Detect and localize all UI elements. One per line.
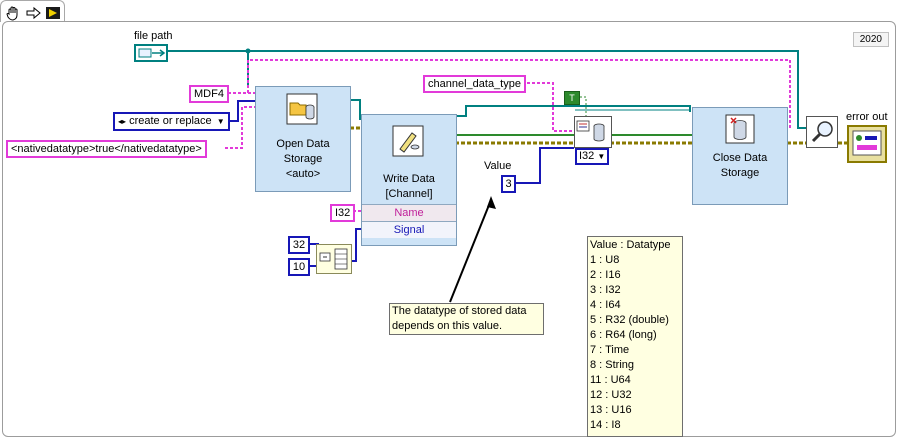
datatype-row: 7 : Time <box>590 344 630 356</box>
comment-line2: depends on this value. <box>392 320 503 332</box>
chevron-down-icon: ▼ <box>216 117 225 126</box>
datatype-row: 14 : I8 <box>590 419 621 431</box>
datatype-row: 4 : I64 <box>590 299 621 311</box>
name-property[interactable]: Name <box>362 204 456 221</box>
value-constant[interactable]: 3 <box>501 175 516 193</box>
type-ring-label: I32 <box>579 150 595 162</box>
write-node-line1: Write Data <box>383 173 435 185</box>
mode-enum-label: create or replace <box>129 115 212 127</box>
number-constant-32[interactable]: 32 <box>288 236 310 254</box>
datatype-row: 1 : U8 <box>590 254 620 266</box>
config-constant[interactable]: <nativedatatype>true</nativedatatype> <box>6 140 207 158</box>
error-out-label: error out <box>846 111 888 123</box>
datatype-row: 13 : U16 <box>590 404 632 416</box>
version-badge: 2020 <box>852 32 889 47</box>
block-diagram-frame: 2020 <box>2 21 896 437</box>
datatype-row: 12 : U32 <box>590 389 632 401</box>
open-node-line2: Storage <box>283 153 323 165</box>
channel-data-type-constant[interactable]: channel_data_type <box>423 75 526 93</box>
file-path-control[interactable] <box>134 44 168 62</box>
run-icon[interactable] <box>45 5 61 21</box>
open-node-line3: <auto> <box>285 168 321 180</box>
hand-icon[interactable] <box>5 5 21 21</box>
signal-property[interactable]: Signal <box>362 221 456 238</box>
datatype-row: 6 : R64 (long) <box>590 329 657 341</box>
file-explorer-node[interactable] <box>806 116 838 148</box>
datatype-row: 3 : I32 <box>590 284 621 296</box>
build-array-node[interactable] <box>316 244 352 274</box>
datatype-row: 2 : I16 <box>590 269 621 281</box>
dtype-constant[interactable]: I32 <box>330 204 356 222</box>
comment-line1: The datatype of stored data <box>392 305 527 317</box>
file-path-label: file path <box>134 30 173 42</box>
number-constant-10[interactable]: 10 <box>288 258 310 276</box>
datatype-row: 5 : R32 (double) <box>590 314 669 326</box>
true-constant[interactable]: T <box>564 91 580 105</box>
data-type-node[interactable] <box>574 116 612 148</box>
datatype-table: Value : Datatype 1 : U8 2 : I16 3 : I32 … <box>587 236 683 437</box>
close-storage-icon <box>725 114 755 144</box>
arrow-icon[interactable] <box>26 5 42 21</box>
magnifier-icon <box>811 121 833 143</box>
database-icon <box>576 120 605 142</box>
file-path-icon <box>138 48 166 58</box>
write-data-node[interactable]: Write Data [Channel] Name Signal <box>361 114 457 246</box>
pencil-icon <box>392 125 424 157</box>
chevron-down-icon: ▼ <box>597 152 606 161</box>
datatype-comment: The datatype of stored data depends on t… <box>389 303 544 335</box>
datatype-table-title: Value : Datatype <box>590 239 671 251</box>
datatype-row: 8 : String <box>590 359 635 371</box>
mode-enum[interactable]: ◂▸ create or replace ▼ <box>113 112 230 131</box>
type-ring[interactable]: I32 ▼ <box>575 148 610 165</box>
close-node-line2: Storage <box>720 167 760 179</box>
enum-arrow-icon: ◂▸ <box>118 117 127 126</box>
error-cluster-icon <box>852 130 882 156</box>
value-label: Value <box>484 160 512 172</box>
toolbar-tab <box>0 0 65 22</box>
format-constant[interactable]: MDF4 <box>189 85 229 103</box>
error-out-indicator <box>847 125 887 163</box>
close-node-line1: Close Data <box>712 152 768 164</box>
array-icon <box>319 248 348 270</box>
write-node-line2: [Channel] <box>385 188 433 200</box>
open-data-storage-node[interactable]: Open Data Storage <auto> <box>255 86 351 192</box>
open-node-line1: Open Data <box>276 138 330 150</box>
folder-icon <box>286 93 318 125</box>
close-data-storage-node[interactable]: Close Data Storage <box>692 107 788 205</box>
datatype-row: 11 : U64 <box>590 374 631 386</box>
